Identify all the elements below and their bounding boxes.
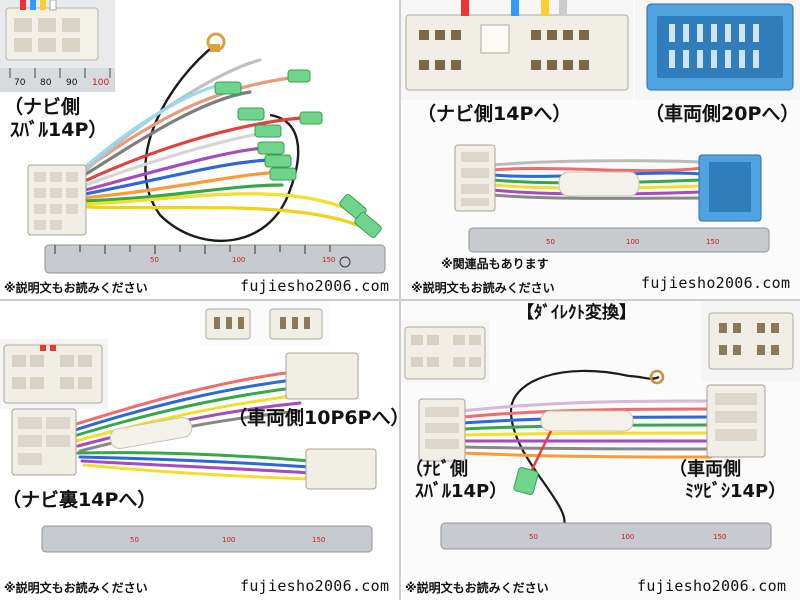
- read-description-note: ※説明文もお読みください: [411, 281, 555, 295]
- svg-text:50: 50: [529, 533, 538, 541]
- read-description-note: ※説明文もお読みください: [4, 281, 148, 295]
- svg-text:150: 150: [713, 533, 726, 541]
- svg-text:100: 100: [232, 256, 245, 264]
- read-description-note: ※説明文もお読みください: [405, 581, 549, 595]
- nav-14p-label: （ナビ側14Pへ）: [417, 103, 572, 125]
- related-items-note: ※関連品もあります: [441, 257, 549, 271]
- ruler-tick-label: 80: [40, 78, 52, 88]
- vehicle-20p-label: （車両側20Pへ）: [645, 103, 800, 125]
- svg-text:100: 100: [222, 536, 235, 544]
- read-description-note: ※説明文もお読みください: [4, 581, 148, 595]
- nav-side-label-line2: ｽﾊﾞﾙ14P）: [415, 481, 508, 502]
- harness-photo: 50 100 150: [0, 0, 386, 274]
- site-url: fujiesho2006.com: [637, 577, 787, 595]
- harness-photo: 50 100 150: [401, 301, 800, 550]
- panel-bottom-left: 50 100 150 （車両側10P6Pへ） （ナビ裏14Pへ） ※説明文もお読みく…: [0, 301, 399, 600]
- vehicle-side-label-line2: ﾐﾂﾋﾞｼ14P）: [685, 481, 787, 502]
- svg-text:100: 100: [626, 238, 639, 246]
- nav-back-14p-label: （ナビ裏14Pへ）: [2, 489, 157, 511]
- svg-text:50: 50: [130, 536, 139, 544]
- svg-text:150: 150: [706, 238, 719, 246]
- panel-top-right: 50 100 150 （ナビ側14Pへ） （車両側20Pへ） ※関連品もあります ※…: [401, 0, 800, 299]
- inset-ruler-scale: 70 80 90 100: [0, 68, 115, 92]
- harness-photo: 50 100 150: [0, 301, 377, 553]
- vehicle-10p6p-label: （車両側10P6Pへ）: [228, 407, 399, 429]
- svg-text:150: 150: [322, 256, 335, 264]
- ruler-tick-label: 90: [66, 78, 78, 88]
- site-url: fujiesho2006.com: [240, 577, 390, 595]
- harness-photo: 50 100 150: [401, 0, 800, 253]
- ruler-tick-label: 100: [92, 78, 110, 88]
- site-url: fujiesho2006.com: [641, 274, 791, 292]
- nav-side-label-line1: （ﾅﾋﾞ側: [405, 459, 468, 480]
- svg-text:100: 100: [621, 533, 634, 541]
- direct-conversion-title: 【ﾀﾞｲﾚｸﾄ変換】: [517, 303, 636, 323]
- svg-text:50: 50: [546, 238, 555, 246]
- ruler-tick-label: 70: [14, 78, 26, 88]
- svg-text:150: 150: [312, 536, 325, 544]
- site-url: fujiesho2006.com: [240, 277, 390, 295]
- nav-side-label-line1: （ナビ側: [4, 96, 81, 118]
- svg-text:50: 50: [150, 256, 159, 264]
- nav-side-label-line2: ｽﾊﾞﾙ14P）: [10, 119, 108, 141]
- panel-top-left: 50 100 150 70 80 90 100 （ナビ側 ｽﾊﾞﾙ14P） ※説明文…: [0, 0, 399, 299]
- vehicle-side-label-line1: （車両側: [669, 459, 741, 480]
